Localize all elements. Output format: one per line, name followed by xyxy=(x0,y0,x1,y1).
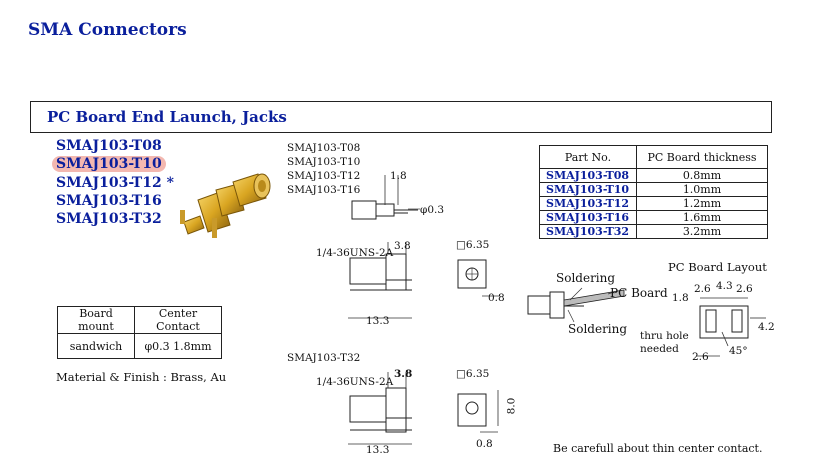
part-cell: SMAJ103-T16 xyxy=(539,210,637,225)
layout-title: PC Board Layout xyxy=(668,260,767,274)
thickness-cell: 0.8mm xyxy=(636,168,768,183)
mount-cell: sandwich xyxy=(57,333,135,359)
layout-dim-4-3: 4.3 xyxy=(716,280,733,292)
layout-dim-2-6b: 2.6 xyxy=(736,283,753,295)
connector-photo xyxy=(180,173,271,238)
model-item: SMAJ103-T32 xyxy=(56,211,162,227)
layout-needed: needed xyxy=(640,343,679,355)
section-title: PC Board End Launch, Jacks xyxy=(47,108,287,126)
dim-phi-0-3: φ0.3 xyxy=(420,204,445,216)
col-header: Center Contact xyxy=(134,306,222,334)
middle-drawing xyxy=(348,242,500,319)
board-mount-table: Board mount Center Contact sandwich φ0.3… xyxy=(57,306,222,359)
dim-6-35: □6.35 xyxy=(456,239,490,251)
part-cell: SMAJ103-T32 xyxy=(539,224,637,239)
variant-label: SMAJ103-T08 xyxy=(287,142,361,154)
dim-13-3: 13.3 xyxy=(366,315,390,327)
bottom-drawing xyxy=(348,372,499,445)
layout-dim-4-2: 4.2 xyxy=(758,321,775,333)
model-item-highlighted: SMAJ103-T10 xyxy=(52,156,166,172)
thickness-cell: 1.2mm xyxy=(636,196,768,211)
thickness-cell: 1.6mm xyxy=(636,210,768,225)
page-title: SMA Connectors xyxy=(28,20,187,40)
contact-cell: φ0.3 1.8mm xyxy=(134,333,222,359)
soldering-drawing xyxy=(527,287,625,323)
material-finish: Material & Finish : Brass, Au xyxy=(56,370,227,384)
dim-3-8: 3.8 xyxy=(394,240,411,252)
variant-label: SMAJ103-T10 xyxy=(287,156,361,168)
variant-label: SMAJ103-T12 xyxy=(287,170,361,182)
layout-thru-hole: thru hole xyxy=(640,330,689,342)
pc-board-label: PC Board xyxy=(610,286,668,300)
part-cell: SMAJ103-T08 xyxy=(539,168,637,183)
section-header: PC Board End Launch, Jacks xyxy=(30,101,772,133)
thickness-cell: 1.0mm xyxy=(636,182,768,197)
thickness-cell: 3.2mm xyxy=(636,224,768,239)
part-cell: SMAJ103-T10 xyxy=(539,182,637,197)
model-item: SMAJ103-T08 xyxy=(56,138,162,154)
dim-8-0: 8.0 xyxy=(505,397,518,415)
soldering-bottom-label: Soldering xyxy=(568,322,628,336)
model-item: SMAJ103-T16 xyxy=(56,193,162,209)
model-item: SMAJ103-T12 * xyxy=(56,175,174,191)
dim-0-8: 0.8 xyxy=(488,292,505,304)
col-header: Part No. xyxy=(539,145,637,169)
caution-note: Be carefull about thin center contact. xyxy=(553,442,763,455)
dim-13-3b: 13.3 xyxy=(366,444,390,456)
dim-6-35b: □6.35 xyxy=(456,368,490,380)
dim-3-8b: 3.8 xyxy=(394,368,413,380)
dim-0-8b: 0.8 xyxy=(476,438,493,450)
soldering-top-label: Soldering xyxy=(556,271,616,285)
col-header: PC Board thickness xyxy=(636,145,768,169)
top-drawing xyxy=(351,175,420,220)
thread-label: 1/4-36UNS-2A xyxy=(316,247,394,259)
variant-label: SMAJ103-T16 xyxy=(287,184,361,196)
layout-dim-2-6a: 2.6 xyxy=(694,283,711,295)
layout-dim-1-8: 1.8 xyxy=(672,292,689,304)
variant-label-t32: SMAJ103-T32 xyxy=(287,352,361,364)
thread-label-2: 1/4-36UNS-2A xyxy=(316,376,394,388)
part-cell: SMAJ103-T12 xyxy=(539,196,637,211)
dim-1-8: 1.8 xyxy=(390,170,407,182)
layout-angle: 45° xyxy=(729,345,748,357)
pcb-layout-drawing xyxy=(696,297,766,357)
col-header: Board mount xyxy=(57,306,135,334)
layout-dim-2-6c: 2.6 xyxy=(692,351,709,363)
